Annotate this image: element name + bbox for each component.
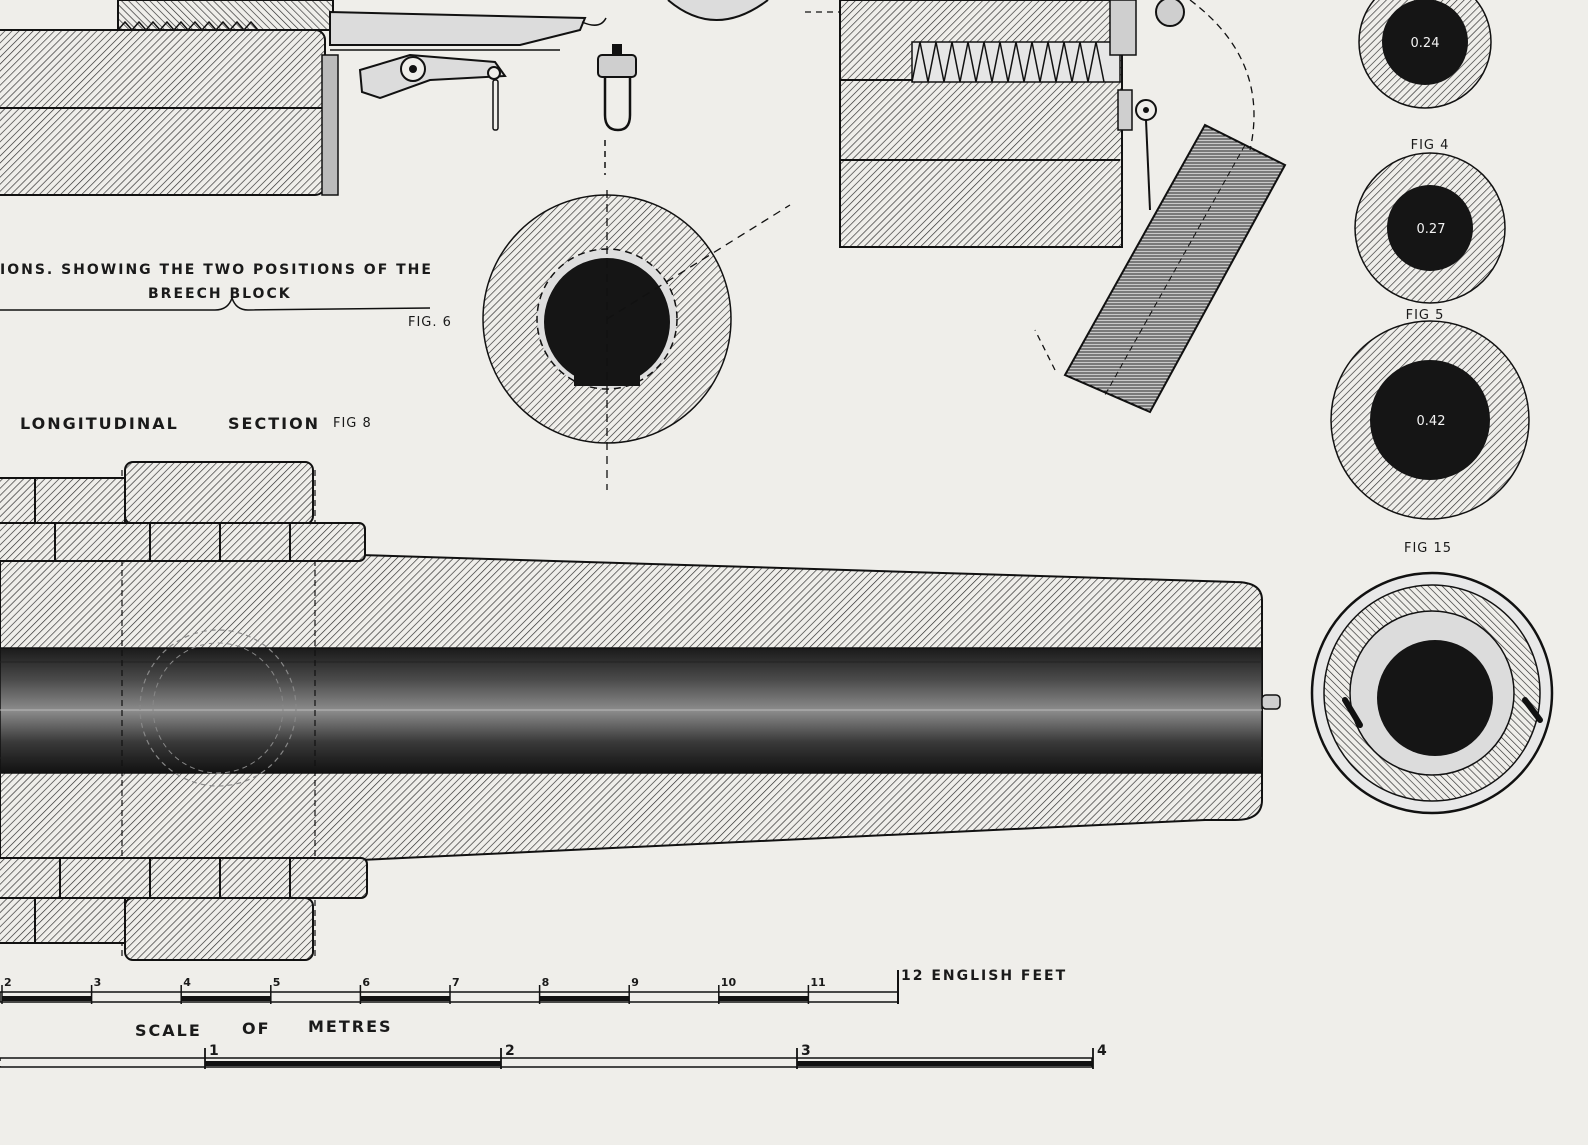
feet-tick-label: 11 xyxy=(810,976,825,989)
fig6-label: FIG. 6 xyxy=(408,315,452,330)
bore-value-042: 0.42 xyxy=(1417,414,1446,429)
feet-scale-segment xyxy=(360,996,450,1001)
caption-brace xyxy=(0,295,431,311)
metre-scale-segment xyxy=(501,1061,797,1066)
metres-scale-word-2: OF xyxy=(242,1019,271,1038)
metre-scale-segment xyxy=(205,1061,501,1066)
feet-tick-label: 7 xyxy=(452,976,460,989)
partial-ring-fragment xyxy=(667,0,769,21)
fig8-label: FIG 8 xyxy=(333,416,372,431)
bore-value-024: 0.24 xyxy=(1411,36,1440,51)
metre-tick-label: 4 xyxy=(1097,1043,1107,1059)
elevations-caption-line2: BREECH BLOCK xyxy=(148,286,292,302)
metre-tick-label: 2 xyxy=(505,1043,515,1059)
feet-scale-end-label: 12 ENGLISH FEET xyxy=(901,968,1067,984)
breech-elevation-left xyxy=(0,0,637,196)
feet-tick-label: 4 xyxy=(183,976,191,989)
fig15-muzzle-face xyxy=(1310,571,1554,815)
feet-tick-label: 2 xyxy=(4,976,12,989)
longitudinal-label: LONGITUDINAL xyxy=(20,414,179,433)
elevations-caption-line1: IONS. SHOWING THE TWO POSITIONS OF THE xyxy=(0,262,433,278)
bore-figure-024: 0.24 xyxy=(1358,0,1492,109)
feet-tick-label: 6 xyxy=(362,976,370,989)
feet-scale-segment xyxy=(718,996,809,1001)
metre-tick-label: 3 xyxy=(801,1043,811,1059)
feet-tick-label: 9 xyxy=(631,976,639,989)
feet-scale-segment xyxy=(539,996,630,1001)
fig4-label: FIG 4 xyxy=(1411,138,1450,153)
feet-scale-segment xyxy=(2,996,92,1001)
metres-scale-word-1: SCALE xyxy=(135,1021,202,1040)
bore-figure-027: 0.27 xyxy=(1354,152,1506,304)
bore-figure-042: 0.42 xyxy=(1330,320,1530,520)
fig5-label: FIG 5 xyxy=(1406,308,1445,323)
metre-tick-label: 1 xyxy=(209,1043,219,1059)
breech-elevation-open xyxy=(805,0,1287,414)
feet-tick-label: 3 xyxy=(94,976,102,989)
feet-tick-label: 10 xyxy=(721,976,737,989)
feet-tick-label: 5 xyxy=(273,976,281,989)
fig6-cross-section xyxy=(482,190,791,490)
fig15-label: FIG 15 xyxy=(1404,541,1452,556)
metre-scale-segment xyxy=(797,1061,1093,1066)
section-label: SECTION xyxy=(228,414,320,433)
feet-tick-label: 8 xyxy=(542,976,550,989)
metre-scale-segment xyxy=(0,1061,205,1066)
scale-english-feet: 2 3 4 5 6 7 8 9 10 11 12 ENGLISH FEET xyxy=(0,968,1067,1004)
bore-value-027: 0.27 xyxy=(1417,222,1446,237)
gun-longitudinal-section xyxy=(0,461,1281,961)
scale-metres: 1 2 3 4 xyxy=(0,1043,1107,1069)
feet-scale-segment xyxy=(181,996,271,1001)
metres-scale-word-3: METRES xyxy=(308,1017,393,1036)
